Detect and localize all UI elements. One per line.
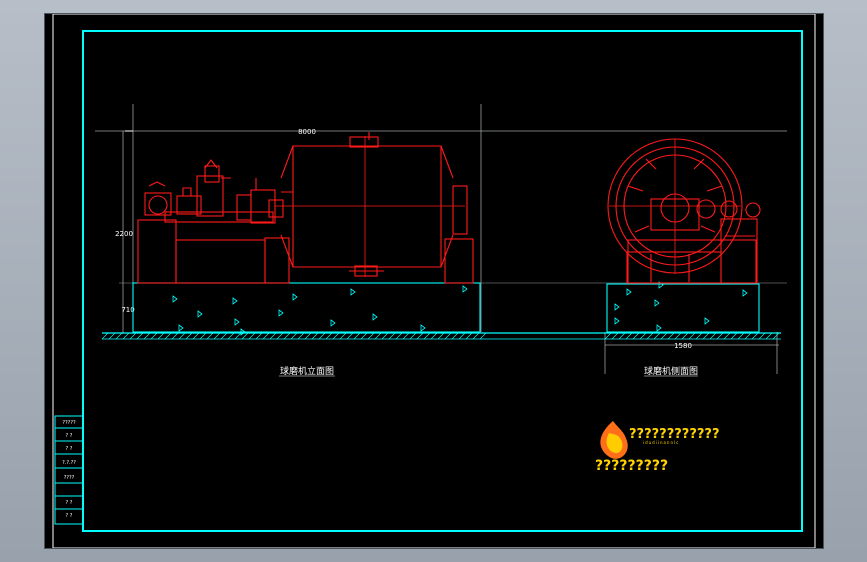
title-block-entry: ?.?.??: [62, 460, 76, 466]
drawing-border: [82, 30, 803, 532]
left-title-block: ????? ? ? ? ? ?.?.?? ???? ? ? ? ?: [54, 415, 84, 525]
title-block-entry: ????: [64, 475, 75, 481]
title-block-entry: ? ?: [66, 513, 73, 519]
company-name: ????????????: [629, 427, 720, 442]
title-block-entry: ? ?: [66, 500, 73, 506]
title-block-entry: ?????: [62, 420, 76, 426]
title-block-entry: ? ?: [66, 446, 73, 452]
side-foundation: [606, 281, 760, 333]
company-logo: ???????????? idudiinannlc ?????????: [595, 421, 720, 474]
dimension-side-width: 1580: [674, 342, 692, 350]
front-foundation: [132, 282, 481, 336]
drawing-sheet: ????? ? ? ? ? ?.?.?? ???? ? ? ? ? 8000 2…: [45, 14, 823, 548]
dimension-foundation-height: 710: [121, 306, 134, 314]
ball-mill-side-view: [607, 138, 761, 284]
dimension-overall-length: 8000: [298, 128, 316, 136]
ground-line-front: [101, 332, 781, 340]
company-url: idudiinannlc: [643, 440, 679, 445]
company-subtitle: ?????????: [595, 458, 668, 474]
dimension-height: 2200: [115, 230, 133, 238]
drawing-canvas: ????? ? ? ? ? ?.?.?? ???? ? ? ? ? 8000 2…: [52, 14, 816, 548]
side-view-label: 球磨机侧面图: [644, 365, 698, 377]
front-view-label: 球磨机立面图: [280, 365, 334, 377]
drawing-outer-frame: [52, 14, 816, 548]
ball-mill-front-view: [137, 132, 474, 284]
title-block-entry: ? ?: [66, 433, 73, 439]
